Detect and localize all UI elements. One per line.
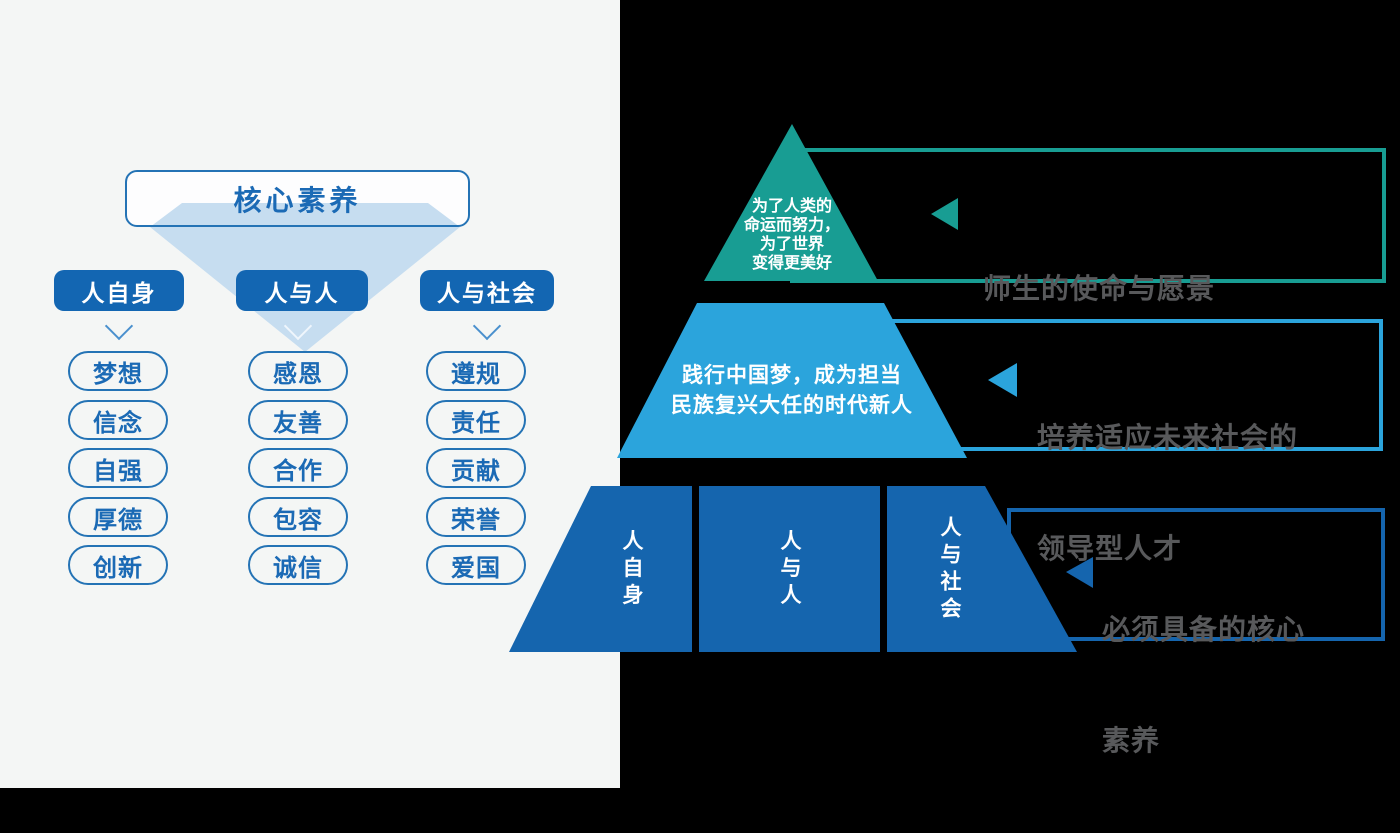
chevron-down-icon — [472, 316, 502, 336]
value-pill: 厚德 — [68, 497, 168, 537]
annotation-line: 师生的使命与愿景 — [983, 272, 1216, 305]
value-pill: 爱国 — [426, 545, 526, 585]
value-pill: 自强 — [68, 448, 168, 488]
annotation-line: 必须具备的核心 — [1102, 613, 1306, 646]
value-label: 感恩 — [273, 359, 323, 388]
value-label: 责任 — [451, 408, 501, 437]
value-pill: 荣誉 — [426, 497, 526, 537]
core-title-label: 核心素养 — [233, 183, 362, 217]
pyramid-segment-label-self: 人自身 — [620, 529, 644, 611]
left-panel-background — [0, 0, 620, 788]
pyramid-middle-line: 民族复兴大任的时代新人 — [671, 393, 913, 417]
value-label: 合作 — [273, 456, 323, 485]
value-pill: 责任 — [426, 400, 526, 440]
value-pill: 创新 — [68, 545, 168, 585]
value-pill: 梦想 — [68, 351, 168, 391]
core-title-box: 核心素养 — [125, 170, 470, 227]
competency-annotation: 必须具备的核心 素养 — [1102, 537, 1305, 833]
pyramid-top-line: 命运而努力， — [743, 215, 840, 234]
value-pill: 贡献 — [426, 448, 526, 488]
value-pill: 遵规 — [426, 351, 526, 391]
value-label: 诚信 — [273, 553, 323, 582]
column-header-society: 人与社会 — [420, 270, 554, 311]
value-label: 自强 — [93, 456, 143, 485]
pyramid-segment-label-people: 人与人 — [778, 529, 802, 611]
infographic-canvas: 核心素养 人自身 人与人 人与社会 梦想 信念 自强 厚德 创新 感恩 友善 合… — [0, 0, 1400, 788]
value-pill: 友善 — [248, 400, 348, 440]
vision-annotation: 师生的使命与愿景 — [983, 196, 1215, 381]
chevron-down-icon — [283, 316, 313, 336]
pyramid-middle-text: 践行中国梦，成为担当 民族复兴大任的时代新人 — [642, 360, 942, 420]
column-header-people: 人与人 — [236, 270, 368, 311]
pyramid-top-text: 为了人类的 命运而努力， 为了世界 变得更美好 — [712, 196, 872, 272]
annotation-line: 素养 — [1102, 724, 1161, 757]
value-pill: 合作 — [248, 448, 348, 488]
value-pill: 信念 — [68, 400, 168, 440]
pyramid-middle-line: 践行中国梦，成为担当 — [682, 363, 902, 387]
annotation-line: 培养适应未来社会的 — [1037, 421, 1299, 454]
value-pill: 感恩 — [248, 351, 348, 391]
column-header-people-label: 人与人 — [264, 280, 340, 307]
pyramid-top-line: 为了人类的 — [751, 196, 832, 215]
chevron-down-icon — [104, 316, 134, 336]
value-pill: 诚信 — [248, 545, 348, 585]
value-label: 信念 — [93, 408, 143, 437]
pyramid-top-line: 变得更美好 — [751, 253, 832, 272]
column-header-self-label: 人自身 — [81, 280, 157, 307]
column-header-society-label: 人与社会 — [437, 280, 537, 307]
value-label: 遵规 — [451, 359, 501, 388]
value-label: 梦想 — [93, 359, 143, 388]
column-header-self: 人自身 — [54, 270, 184, 311]
value-label: 爱国 — [451, 553, 501, 582]
value-label: 包容 — [273, 505, 323, 534]
value-pill: 包容 — [248, 497, 348, 537]
value-label: 贡献 — [451, 456, 501, 485]
value-label: 厚德 — [93, 505, 143, 534]
pyramid-segment-label-society: 人与社会 — [938, 516, 962, 624]
pyramid-top-line: 为了世界 — [759, 234, 824, 253]
value-label: 创新 — [93, 553, 143, 582]
value-label: 友善 — [273, 408, 323, 437]
value-label: 荣誉 — [451, 505, 501, 534]
